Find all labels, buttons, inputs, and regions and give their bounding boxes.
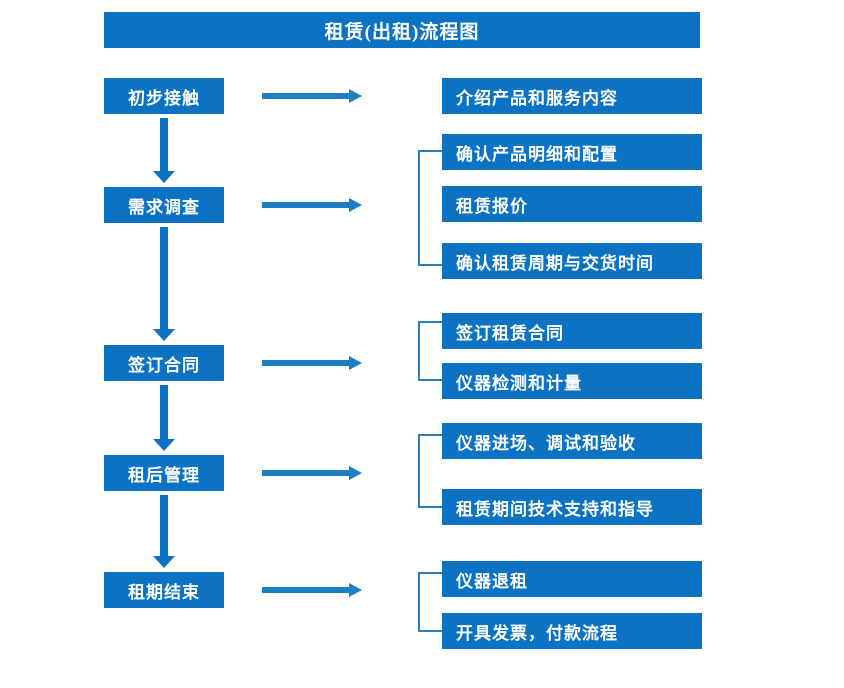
arrow-shaft xyxy=(262,202,350,208)
detail-box[interactable]: 开具发票，付款流程 xyxy=(442,613,702,649)
arrow-shaft xyxy=(160,495,168,556)
arrow-needs-survey-to-sign-contract xyxy=(153,227,175,341)
bracket-needs-survey-group xyxy=(418,150,442,266)
arrow-post-rental-to-details xyxy=(262,466,362,480)
bracket-sign-contract-group xyxy=(418,321,442,381)
detail-box[interactable]: 租赁报价 xyxy=(442,186,702,222)
stage-box[interactable]: 签订合同 xyxy=(104,345,224,381)
arrow-shaft xyxy=(262,587,350,593)
detail-box[interactable]: 仪器检测和计量 xyxy=(442,363,702,399)
detail-box[interactable]: 确认租赁周期与交货时间 xyxy=(442,243,702,279)
bracket-lease-end-group xyxy=(418,572,442,632)
arrow-shaft xyxy=(160,385,168,439)
chart-title: 租赁(出租)流程图 xyxy=(104,12,700,48)
arrow-shaft xyxy=(262,93,350,99)
detail-box[interactable]: 仪器退租 xyxy=(442,561,702,597)
arrow-head-icon xyxy=(153,171,175,183)
arrow-head-icon xyxy=(349,356,362,370)
stage-box[interactable]: 初步接触 xyxy=(104,78,224,114)
arrow-head-icon xyxy=(153,556,175,568)
arrow-shaft xyxy=(262,360,350,366)
arrow-head-icon xyxy=(349,89,362,103)
stage-box[interactable]: 需求调查 xyxy=(104,187,224,223)
arrow-lease-end-to-details xyxy=(262,583,362,597)
arrow-needs-survey-to-details xyxy=(262,198,362,212)
arrow-shaft xyxy=(262,470,350,476)
detail-box[interactable]: 签订租赁合同 xyxy=(442,313,702,349)
arrow-sign-contract-to-post-rental xyxy=(153,385,175,451)
arrow-shaft xyxy=(160,227,168,329)
arrow-initial-contact-to-needs-survey xyxy=(153,118,175,183)
arrow-shaft xyxy=(160,118,168,171)
bracket-post-rental-group xyxy=(418,434,442,508)
arrow-initial-contact-to-details xyxy=(262,89,362,103)
stage-box[interactable]: 租期结束 xyxy=(104,572,224,608)
detail-box[interactable]: 确认产品明细和配置 xyxy=(442,134,702,170)
stage-box[interactable]: 租后管理 xyxy=(104,455,224,491)
arrow-head-icon xyxy=(349,198,362,212)
detail-box[interactable]: 介绍产品和服务内容 xyxy=(442,78,702,114)
arrow-sign-contract-to-details xyxy=(262,356,362,370)
arrow-head-icon xyxy=(349,583,362,597)
arrow-head-icon xyxy=(153,439,175,451)
detail-box[interactable]: 租赁期间技术支持和指导 xyxy=(442,489,702,525)
arrow-head-icon xyxy=(349,466,362,480)
detail-box[interactable]: 仪器进场、调试和验收 xyxy=(442,423,702,459)
arrow-head-icon xyxy=(153,329,175,341)
arrow-post-rental-to-lease-end xyxy=(153,495,175,568)
